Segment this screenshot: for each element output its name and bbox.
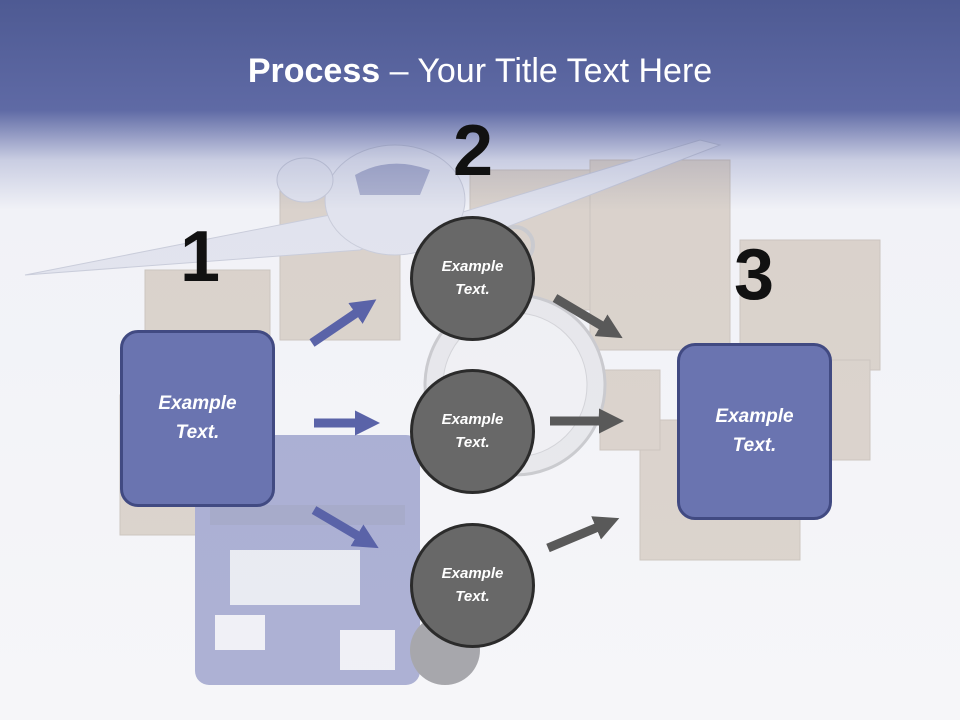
title-strong: Process bbox=[247, 52, 381, 90]
process-circle-1-text: Example Text. bbox=[441, 258, 504, 298]
arrow-circle3-to-box3 bbox=[546, 516, 620, 553]
step-number-3: 3 bbox=[733, 235, 775, 315]
process-circle-2-text: Example Text. bbox=[441, 411, 504, 451]
process-box-right-text: Example Text. bbox=[715, 406, 794, 456]
process-circle-3-text: Example Text. bbox=[441, 565, 504, 605]
arrow-box1-to-circle1 bbox=[309, 299, 377, 347]
arrow-box1-to-circle3 bbox=[311, 506, 379, 549]
arrow-circle1-to-box3 bbox=[552, 294, 623, 339]
page-title: Process – Your Title Text Here bbox=[0, 52, 960, 91]
step-number-1: 1 bbox=[179, 217, 221, 297]
process-circle-2: Example Text. bbox=[410, 369, 535, 494]
process-box-left-text: Example Text. bbox=[158, 393, 237, 443]
process-box-left: Example Text. bbox=[120, 330, 275, 507]
process-circle-1: Example Text. bbox=[410, 216, 535, 341]
title-rest: – Your Title Text Here bbox=[380, 52, 713, 90]
process-circle-3: Example Text. bbox=[410, 523, 535, 648]
process-box-right: Example Text. bbox=[677, 343, 832, 520]
step-number-2: 2 bbox=[452, 111, 494, 191]
